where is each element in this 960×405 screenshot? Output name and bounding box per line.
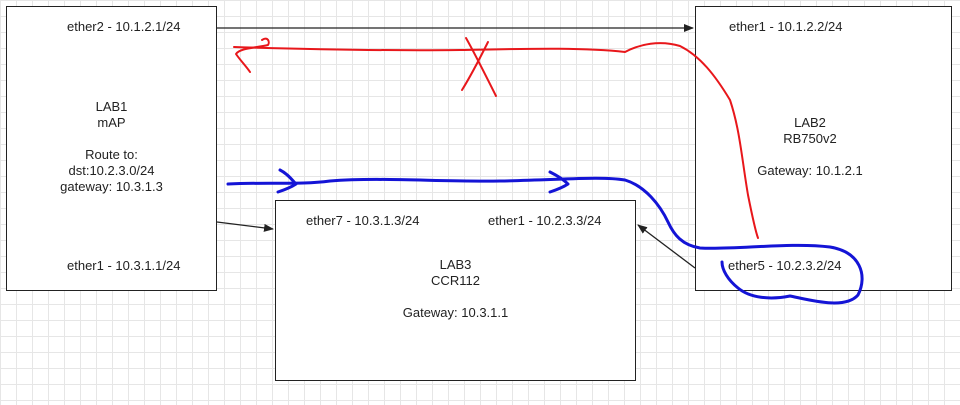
blue-chevron-1 [276, 168, 298, 194]
lab2-port-ether5: ether5 - 10.2.3.2/24 [728, 258, 842, 273]
lab1-model: mAP [97, 115, 126, 130]
lab3-port-ether7: ether7 - 10.3.1.3/24 [306, 213, 420, 228]
lab1-route-heading: Route to: [85, 147, 138, 162]
lab1-port-ether1: ether1 - 10.3.1.1/24 [67, 258, 181, 273]
link-lab2-lab3 [637, 224, 696, 269]
lab2-port-ether1: ether1 - 10.1.2.2/24 [729, 19, 843, 34]
blue-chevron-2 [548, 170, 570, 194]
lab3-label: LAB3 CCR112 Gateway: 10.3.1.1 [275, 257, 636, 321]
red-cross-2 [461, 41, 489, 91]
lab3-name: LAB3 [439, 257, 472, 272]
lab1-node [6, 6, 217, 291]
red-cross-1 [465, 37, 497, 97]
lab3-gateway: Gateway: 10.3.1.1 [402, 305, 509, 320]
lab2-model: RB750v2 [783, 131, 837, 146]
lab2-name: LAB2 [794, 115, 826, 130]
lab1-label: LAB1 mAP Route to: dst:10.2.3.0/24 gatew… [6, 99, 217, 195]
lab1-route-gateway: gateway: 10.3.1.3 [60, 179, 163, 194]
red-arrow-tail [235, 37, 270, 73]
lab1-name: LAB1 [95, 99, 128, 114]
lab1-route-dst: dst:10.2.3.0/24 [68, 163, 155, 178]
lab2-label: LAB2 RB750v2 Gateway: 10.1.2.1 [695, 115, 925, 179]
lab3-model: CCR112 [431, 273, 480, 288]
lab1-port-ether2: ether2 - 10.1.2.1/24 [67, 19, 181, 34]
link-lab1-lab3 [216, 221, 274, 232]
lab3-port-ether1: ether1 - 10.2.3.3/24 [488, 213, 602, 228]
lab2-gateway: Gateway: 10.1.2.1 [757, 163, 863, 178]
